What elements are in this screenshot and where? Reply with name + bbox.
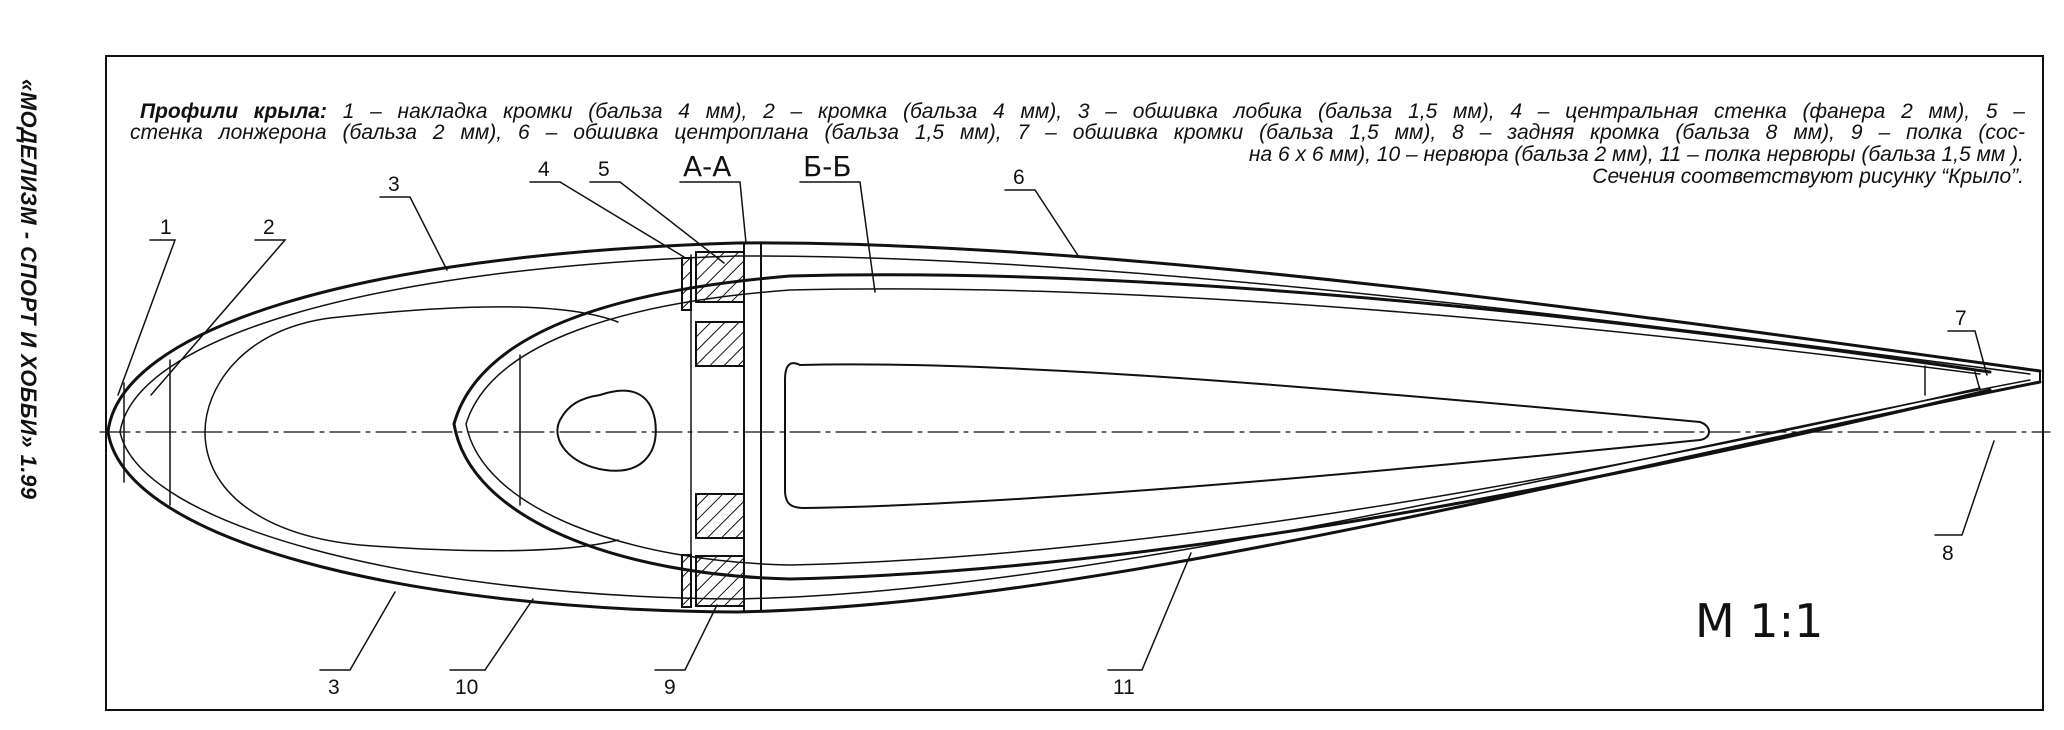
label-10: 10 [455,676,478,699]
inner-profile-lower [452,388,1992,581]
rib-cutout [204,306,619,552]
caption-line-1: Профили крыла: 1 – накладка кромки (баль… [140,101,2025,122]
spar-wall-lower [681,554,692,608]
spar-caps [681,251,745,608]
section-aa-label: А-А [683,150,731,183]
label-9: 9 [664,676,676,699]
outer-profile-upper-skin [119,255,2031,433]
caption-heading: Профили крыла: [140,100,327,123]
section-bb-label: Б-Б [803,150,852,183]
label-1: 1 [160,216,172,239]
upper-spar-cap [695,251,745,303]
scale-label: М 1:1 [1695,594,1823,648]
lower-spar-cap [695,555,745,607]
label-4: 4 [538,158,550,181]
spar-wall-upper [681,257,692,311]
label-6: 6 [1013,166,1025,189]
caption-line-4: Сечения соответствуют рисунку “Крыло”. [1592,165,2024,188]
inner-profile-lower-skin [465,387,1981,566]
upper-inner-cap [695,321,745,367]
outer-profile-upper [106,241,2042,434]
inner-profile-upper [452,273,1992,426]
label-3-bottom: 3 [328,676,340,699]
inner-profile-upper-skin [465,288,1981,425]
lower-inner-cap [695,493,745,539]
outer-profile-lower-skin [119,379,2031,600]
leader-lines [117,181,1995,671]
drawing-frame [105,55,2044,711]
label-3-top: 3 [388,173,400,196]
label-5: 5 [598,158,610,181]
lightening-hole-small [556,389,657,472]
lightening-hole-large [784,362,1710,510]
label-7: 7 [1955,307,1967,330]
label-11: 11 [1113,676,1135,699]
label-8: 8 [1942,542,1954,565]
caption-line-1-text: 1 – накладка кромки (бальза 4 мм), 2 – к… [326,100,2025,123]
trailing-block-line [1974,371,1981,391]
caption-line-2: стенка лонжерона (бальза 2 мм), 6 – обши… [130,121,2025,144]
label-2: 2 [263,216,275,239]
outer-profile-lower [106,380,2042,614]
caption-line-3: на 6 х 6 мм), 10 – нервюра (бальза 2 мм)… [1248,143,2024,166]
